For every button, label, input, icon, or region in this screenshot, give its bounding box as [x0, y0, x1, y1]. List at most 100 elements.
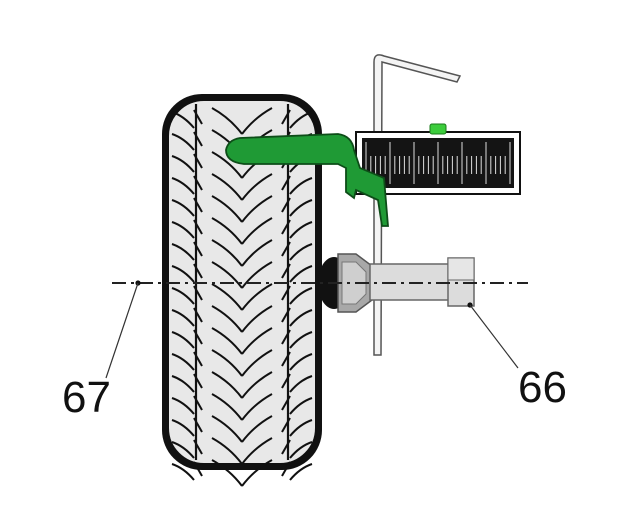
tread-chevron	[211, 195, 243, 223]
tread-chevron	[241, 349, 273, 377]
tread-chevron	[211, 217, 243, 245]
tread-chevron	[193, 395, 203, 411]
tread-chevron	[171, 133, 195, 151]
wheel-clamp-icon	[225, 133, 389, 227]
tread-chevron	[171, 397, 195, 415]
tread-chevron	[211, 327, 243, 355]
tread-chevron	[211, 459, 243, 487]
tread-chevron	[171, 287, 195, 305]
tread-chevron	[193, 307, 203, 323]
tread-chevron	[193, 373, 203, 389]
tread-chevron	[281, 307, 291, 323]
tread-chevron	[289, 419, 313, 437]
tread-chevron	[211, 371, 243, 399]
tread-chevron	[171, 243, 195, 261]
tread-chevron	[171, 331, 195, 349]
leader-lines	[105, 280, 519, 379]
tread-chevron	[241, 261, 273, 289]
tread-chevron	[193, 219, 203, 235]
tread-chevron	[281, 373, 291, 389]
right-leader-line	[469, 304, 519, 369]
tread-chevron	[211, 239, 243, 267]
tread-chevron	[193, 351, 203, 367]
tread-chevron	[289, 397, 313, 415]
tread-chevron	[211, 393, 243, 421]
tread-chevron	[241, 459, 273, 487]
tread-chevron	[171, 111, 195, 129]
tread-chevron	[193, 175, 203, 191]
tread-chevron	[193, 439, 203, 455]
tread-chevron	[281, 461, 291, 477]
tread-chevron	[241, 305, 273, 333]
tread-chevron	[193, 329, 203, 345]
tread-chevron	[289, 221, 313, 239]
tread-chevron	[211, 437, 243, 465]
tread-chevron	[171, 199, 195, 217]
tread-chevron	[171, 419, 195, 437]
tread-chevron	[289, 353, 313, 371]
tread-chevron	[171, 177, 195, 195]
tread-chevron	[241, 217, 273, 245]
tread-chevron	[241, 173, 273, 201]
tread-chevron	[281, 329, 291, 345]
tread-chevron	[171, 309, 195, 327]
tread-chevron	[241, 195, 273, 223]
tread-chevron	[281, 197, 291, 213]
tread-chevron	[281, 417, 291, 433]
tread-chevron	[281, 395, 291, 411]
tread-chevron	[289, 243, 313, 261]
tread-chevron	[211, 415, 243, 443]
tread-chevron	[193, 461, 203, 477]
tread-chevron	[241, 437, 273, 465]
reference-label-66: 66	[518, 363, 567, 412]
measuring-rod	[373, 54, 462, 356]
tread-chevron	[289, 309, 313, 327]
tread-chevron	[171, 463, 195, 481]
tread-chevron	[289, 199, 313, 217]
tread-chevron	[241, 239, 273, 267]
measuring-scale-icon	[355, 123, 521, 195]
tread-chevron	[281, 285, 291, 301]
tread-chevron	[211, 151, 243, 179]
tread-chevron	[193, 153, 203, 169]
tread-chevron	[241, 393, 273, 421]
tread-chevron	[241, 327, 273, 355]
tread-chevron	[171, 441, 195, 459]
tread-chevron	[193, 131, 203, 147]
reference-label-67: 67	[62, 373, 111, 422]
tread-chevron	[289, 111, 313, 129]
tread-chevron	[289, 287, 313, 305]
tread-chevron	[211, 305, 243, 333]
scale-ticks	[365, 142, 511, 184]
tread-chevron	[241, 283, 273, 311]
tread-chevron	[171, 353, 195, 371]
tread-chevron	[193, 417, 203, 433]
tread-chevron	[241, 371, 273, 399]
tread-chevron	[211, 349, 243, 377]
tread-chevron	[281, 351, 291, 367]
tread-chevron	[289, 331, 313, 349]
tread-chevron	[171, 155, 195, 173]
tread-chevron	[241, 107, 273, 135]
tread-chevron	[289, 265, 313, 283]
tread-chevron	[281, 109, 291, 125]
tread-chevron	[241, 415, 273, 443]
tread-chevron	[193, 263, 203, 279]
tread-chevron	[289, 177, 313, 195]
tread-chevron	[289, 463, 313, 481]
tread-chevron	[211, 107, 243, 135]
tread-chevron	[281, 219, 291, 235]
tread-chevron	[171, 265, 195, 283]
tread-chevron	[193, 241, 203, 257]
tread-chevron	[281, 439, 291, 455]
tread-chevron	[289, 375, 313, 393]
indicator-light	[429, 123, 447, 135]
tread-chevron	[211, 261, 243, 289]
tread-chevron	[211, 173, 243, 201]
tread-chevron	[211, 283, 243, 311]
tread-chevron	[281, 263, 291, 279]
tread-chevron	[281, 241, 291, 257]
tread-chevron	[193, 109, 203, 125]
